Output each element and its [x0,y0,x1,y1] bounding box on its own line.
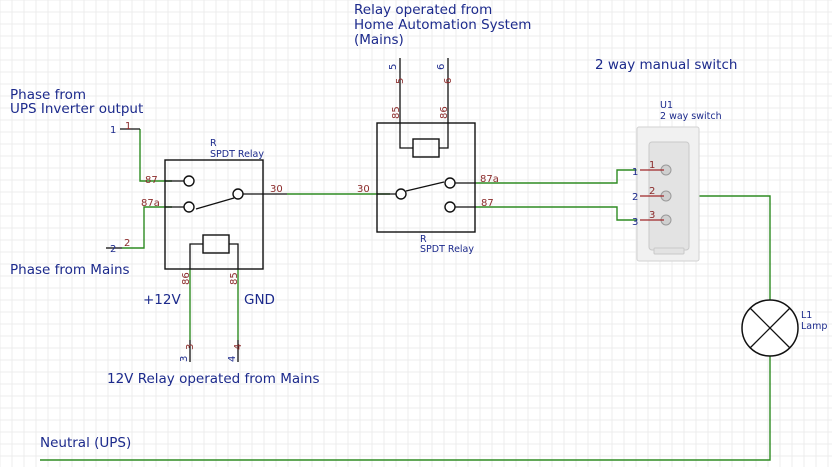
label-plus12v: +12V [143,292,181,308]
terminal-1-label: 1 [110,125,116,136]
relay-1-switch-arm [195,197,235,210]
label-relay-mains-caption: 12V Relay operated from Mains [107,371,319,387]
terminal-4-label: 4 [227,356,238,362]
relay-1-pin-85: 85 [229,272,240,285]
relay-1: R SPDT Relay 87 87a 30 86 85 [141,138,287,285]
relay-1-contact-30 [232,188,244,200]
terminal-1-pin: 1 [125,121,131,132]
terminals: 1 1 2 2 3 3 4 4 5 5 6 6 [106,58,454,362]
relay-1-ref: R [210,138,217,149]
switch-terminal-3: 3 [632,217,638,228]
relay-2-ref: R [420,234,427,245]
label-phase-ups-line2: UPS Inverter output [10,101,143,117]
relay-2-pin-30: 30 [357,184,370,195]
label-home-auto-line1: Relay operated from [354,2,492,18]
relay-2-body [376,122,476,233]
switch-ref: U1 [660,100,673,111]
relay-2-contact-30 [395,188,407,200]
lamp: L1 Lamp [741,299,827,357]
wire-87-to-switch-3 [476,206,640,221]
terminal-3-pin: 3 [185,344,196,350]
switch-type: 2 way switch [660,111,722,122]
switch-pin-1: 1 [649,160,655,171]
relay-1-contact-87 [183,175,195,187]
terminal-2-label: 2 [110,244,116,255]
relay-1-pin-87: 87 [145,175,158,186]
terminal-5-label: 5 [388,64,399,70]
relay-2-contact-87 [444,201,456,213]
relay-2-coil [412,138,440,158]
wire-87a-to-switch-1 [476,169,640,184]
label-home-auto-line3: (Mains) [354,32,404,48]
relay-2-pin-87a: 87a [480,174,499,185]
label-two-way-manual: 2 way manual switch [595,57,737,73]
terminal-5-pin: 5 [395,78,406,84]
two-way-switch: U1 2 way switch 1 2 3 1 2 3 [632,100,722,262]
relay-2-switch-arm [405,181,445,192]
label-gnd: GND [244,292,275,308]
relay-1-body [164,159,264,270]
annotations: Phase from UPS Inverter output Phase fro… [10,2,737,451]
label-home-auto-line2: Home Automation System [354,17,531,33]
terminal-6-pin: 6 [443,78,454,84]
relay-1-type: SPDT Relay [210,149,264,160]
relay-1-pin-86: 86 [181,272,192,285]
switch-pin-3: 3 [649,210,655,221]
relay-1-pin-87a: 87a [141,198,160,209]
switch-terminal-2: 2 [632,192,638,203]
wire-phase-mains [122,206,172,249]
relay-2-type: SPDT Relay [420,244,474,255]
relay-1-pin-30: 30 [270,184,283,195]
wire-phase-ups [139,129,172,182]
lamp-type: Lamp [801,321,827,332]
label-phase-mains: Phase from Mains [10,262,130,278]
wire-neutral [40,356,771,461]
relay-2-pin-85: 85 [391,106,402,119]
label-neutral-ups: Neutral (UPS) [40,435,131,451]
relay-2-pin-87: 87 [481,198,494,209]
relay-1-contact-87a [183,201,195,213]
terminal-4-pin: 4 [233,344,244,350]
relay-2-contact-87a [444,177,456,189]
terminal-3-label: 3 [179,356,190,362]
switch-pin-2: 2 [649,186,655,197]
terminal-2-pin: 2 [124,238,130,249]
relay-2-pin-86: 86 [439,106,450,119]
label-phase-ups-line1: Phase from [10,87,86,103]
relay-2: R SPDT Relay 85 86 30 87a 87 [357,85,499,255]
switch-terminal-1: 1 [632,167,638,178]
lamp-ref: L1 [801,310,812,321]
terminal-6-label: 6 [436,64,447,70]
